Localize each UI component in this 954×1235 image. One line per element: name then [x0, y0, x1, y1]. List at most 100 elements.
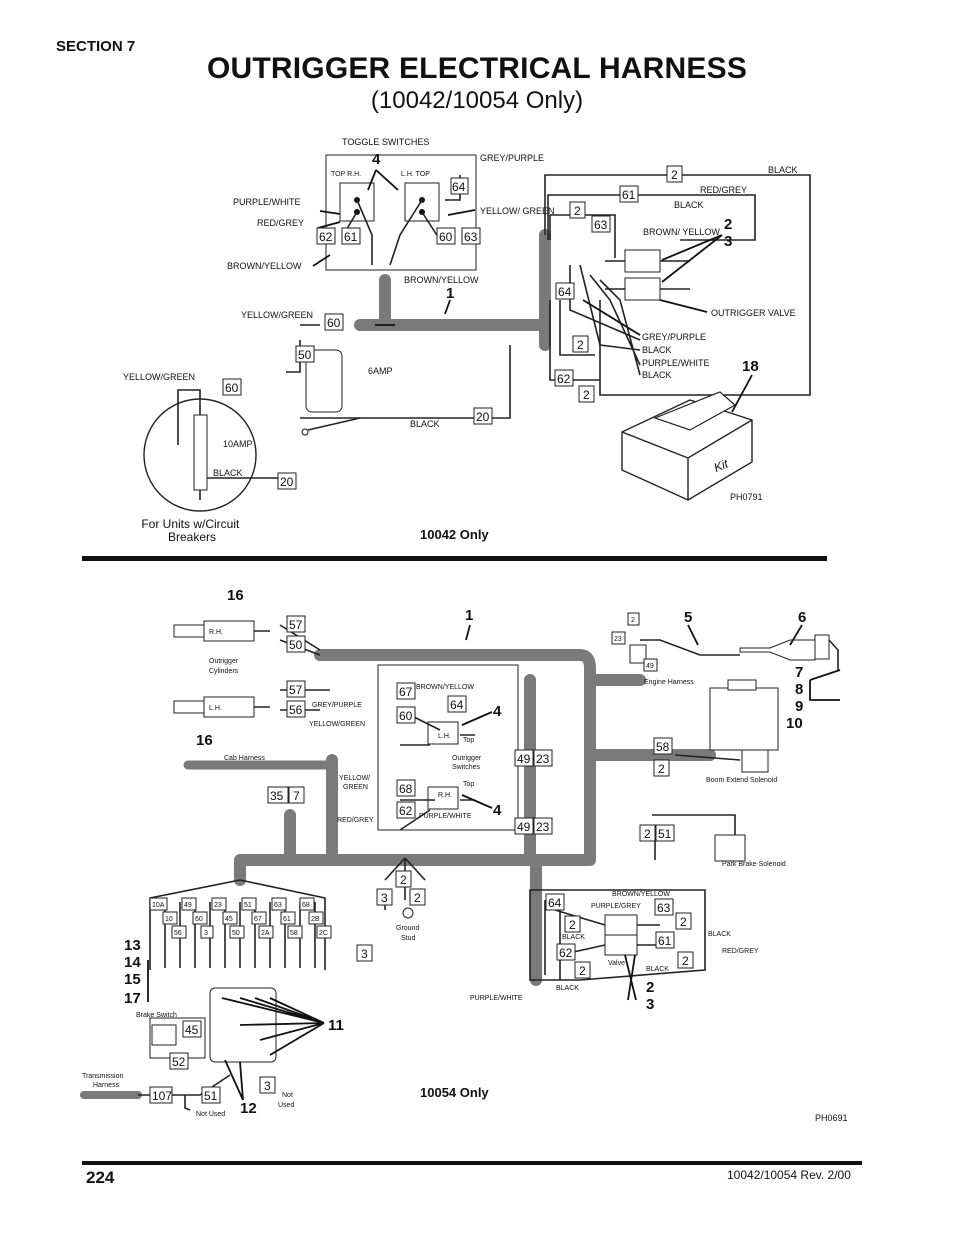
svg-text:63: 63: [274, 902, 282, 909]
leader-4: [461, 711, 493, 809]
revision-label: 10042/10054 Rev. 2/00: [727, 1168, 851, 1182]
wire-number-boxes: 64 62 61 60 63 2 61 2 63 64 60 50 2 62 2…: [222, 165, 683, 490]
circuit-breaker-caption: For Units w/Circuit Breakers: [141, 517, 242, 544]
leader-2-3: [661, 234, 723, 283]
label-yellow-green: YELLOW/GREEN: [309, 721, 365, 728]
svg-text:23: 23: [614, 636, 622, 643]
leader-1: [465, 624, 471, 641]
svg-text:50: 50: [232, 930, 240, 937]
svg-text:2: 2: [583, 388, 590, 402]
label-not-used-1: Not Used: [196, 1111, 225, 1118]
svg-text:52: 52: [172, 1055, 186, 1069]
svg-text:50: 50: [298, 348, 312, 362]
sensor-tip: [828, 639, 839, 670]
circuit-breaker: [193, 414, 208, 491]
svg-text:2: 2: [579, 964, 586, 978]
svg-text:20: 20: [280, 475, 294, 489]
callout-16-top: 16: [227, 587, 244, 604]
svg-text:60: 60: [195, 916, 203, 923]
svg-text:51: 51: [244, 902, 252, 909]
svg-text:58: 58: [656, 740, 670, 754]
callout-16-bottom: 16: [196, 732, 213, 749]
ground-terminal: [301, 428, 309, 436]
label-6amp: 6AMP: [368, 366, 393, 376]
leader-5: [687, 624, 699, 646]
svg-text:49: 49: [517, 820, 531, 834]
engine-connector: [629, 644, 647, 664]
svg-text:61: 61: [658, 934, 672, 948]
breaker-wires: [177, 389, 278, 500]
label-black-bottom: BLACK: [410, 419, 440, 429]
svg-text:64: 64: [548, 896, 562, 910]
svg-text:7: 7: [293, 789, 300, 803]
label-top-rh: TOP R.H.: [331, 171, 361, 178]
sensor-cable: [739, 639, 816, 661]
callout-6: 6: [798, 609, 806, 626]
kit-box: [621, 399, 753, 501]
diagram-10042: 64 62 61 60 63 2 61 2 63 64 60 50 2 62 2…: [123, 137, 811, 512]
svg-text:2C: 2C: [319, 930, 328, 937]
valve-lower: [604, 934, 638, 956]
label-brake-switch: Brake Switch: [136, 1012, 177, 1019]
callout-17: 17: [124, 990, 141, 1007]
svg-text:2: 2: [682, 954, 689, 968]
svg-text:61: 61: [622, 188, 636, 202]
leader-11: [221, 997, 325, 1056]
label-top-1: Top: [463, 737, 474, 744]
fuse-fan: [149, 879, 326, 970]
label-red-grey-2: RED/GREY: [722, 948, 759, 955]
svg-text:49: 49: [646, 663, 654, 670]
svg-text:2: 2: [400, 873, 407, 887]
label-brown-yellow: BROWN/YELLOW: [416, 684, 474, 691]
label-grey-purple: GREY/PURPLE: [312, 702, 362, 709]
park-brake-solenoid: [714, 834, 746, 862]
valve-wire-black: [544, 174, 811, 396]
svg-text:67: 67: [399, 685, 413, 699]
callout-1: 1: [465, 607, 473, 624]
svg-text:50: 50: [289, 638, 303, 652]
outrigger-valve-lower: [624, 277, 661, 301]
svg-text:2: 2: [671, 168, 678, 182]
rh-outrigger-switch: [427, 786, 459, 810]
svg-text:3: 3: [381, 891, 388, 905]
label-valve: Valve: [608, 960, 625, 967]
svg-text:62: 62: [399, 804, 413, 818]
svg-text:62: 62: [559, 946, 573, 960]
label-toggle-switches: TOGGLE SWITCHES: [342, 137, 429, 147]
section-divider: [82, 556, 827, 561]
callout-2: 2: [646, 979, 654, 996]
label-black-3: BLACK: [646, 966, 669, 973]
rh-cylinder-rod: [173, 624, 205, 638]
svg-text:3: 3: [264, 1079, 271, 1093]
page-title: OUTRIGGER ELECTRICAL HARNESS: [206, 52, 748, 85]
callout-9: 9: [795, 698, 803, 715]
leader-1: [444, 299, 451, 315]
svg-text:68: 68: [399, 782, 413, 796]
svg-text:2: 2: [569, 918, 576, 932]
label-yellow-green-2: YELLOW/GREEN: [339, 775, 370, 791]
svg-text:3: 3: [361, 947, 368, 961]
label-lh-switch: L.H.: [438, 733, 451, 740]
svg-text:2: 2: [680, 915, 687, 929]
svg-text:35: 35: [270, 789, 284, 803]
valve-leads: [569, 264, 641, 376]
label-red-grey: RED/GREY: [337, 817, 374, 824]
valve-connectors: [605, 260, 690, 290]
ground-stud: [402, 907, 414, 919]
svg-text:56: 56: [289, 703, 303, 717]
svg-text:45: 45: [185, 1023, 199, 1037]
label-purple-white: PURPLE/WHITE: [419, 813, 472, 820]
svg-text:45: 45: [225, 916, 233, 923]
park-brake-wires: [652, 814, 736, 860]
fuse-block-6amp: [305, 349, 343, 413]
label-black-1: BLACK: [562, 934, 585, 941]
valve-upper: [604, 914, 638, 936]
outrigger-valve-upper: [624, 249, 661, 273]
label-purple-white-2: PURPLE/WHITE: [470, 995, 523, 1002]
svg-text:2: 2: [577, 338, 584, 352]
valve-wire-62: [549, 300, 600, 381]
